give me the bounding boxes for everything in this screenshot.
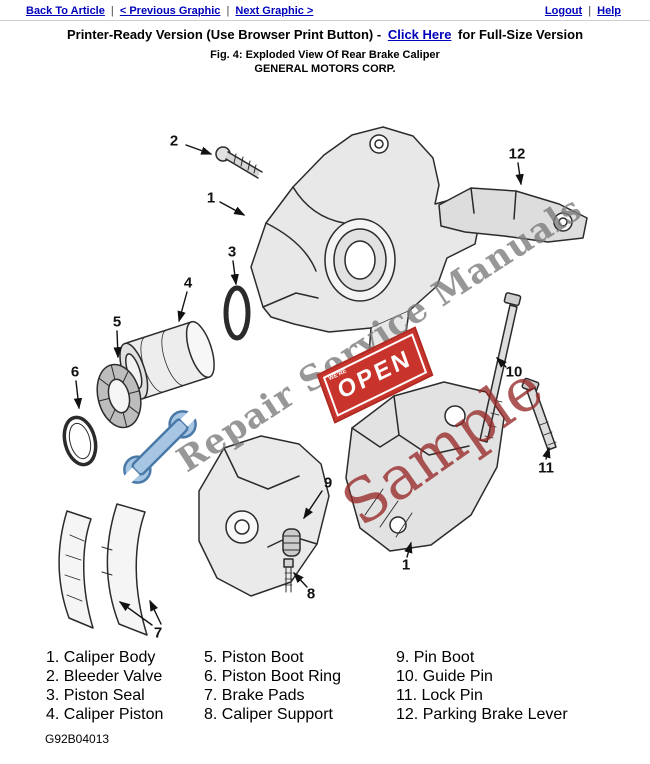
parts-legend: 1. Caliper Body 2. Bleeder Valve 3. Pist… [0, 648, 650, 728]
legend-item-parking-brake-lever: 12. Parking Brake Lever [396, 706, 568, 723]
legend-item-bleeder-valve: 2. Bleeder Valve [46, 668, 163, 685]
logout-link[interactable]: Logout [544, 5, 583, 17]
guide-pin-part [479, 292, 522, 443]
printer-ready-text: Printer-Ready Version (Use Browser Print… [66, 27, 382, 42]
callout-12: 12 [508, 145, 526, 163]
callout-11: 11 [538, 459, 554, 477]
top-navigation: Back To Article | < Previous Graphic | N… [0, 0, 650, 21]
fullsize-text: for Full-Size Version [458, 27, 584, 42]
legend-column-2: 5. Piston Boot 6. Piston Boot Ring 7. Br… [204, 648, 341, 724]
click-here-link[interactable]: Click Here [387, 27, 452, 42]
callout-4: 4 [183, 274, 193, 292]
legend-item-pin-boot: 9. Pin Boot [396, 649, 475, 666]
legend-column-3: 9. Pin Boot 10. Guide Pin 11. Lock Pin 1… [396, 648, 568, 724]
legend-item-guide-pin: 10. Guide Pin [396, 668, 493, 685]
legend-item-piston-boot: 5. Piston Boot [204, 649, 304, 666]
callout-7: 7 [153, 624, 163, 642]
callout-9: 9 [323, 474, 333, 492]
back-to-article-link[interactable]: Back To Article [26, 5, 105, 17]
nav-left-links: Back To Article | < Previous Graphic | N… [26, 5, 316, 20]
legend-item-piston-seal: 3. Piston Seal [46, 687, 145, 704]
piston-boot-ring-part [62, 415, 98, 467]
callout-1b: 1 [401, 556, 411, 574]
figure-id: G92B04013 [45, 732, 110, 746]
legend-item-caliper-body: 1. Caliper Body [46, 649, 156, 666]
wrench-icon [121, 408, 199, 486]
piston-boot-part [96, 363, 142, 429]
caliper-piston-part [119, 320, 215, 400]
help-link[interactable]: Help [597, 5, 621, 17]
legend-item-caliper-piston: 4. Caliper Piston [46, 706, 164, 723]
manufacturer-name: GENERAL MOTORS CORP. [254, 63, 396, 75]
figure-caption: Fig. 4: Exploded View Of Rear Brake Cali… [210, 49, 440, 61]
page-title: Printer-Ready Version (Use Browser Print… [0, 27, 650, 42]
legend-column-1: 1. Caliper Body 2. Bleeder Valve 3. Pist… [46, 648, 163, 724]
brake-pads-part [58, 503, 148, 636]
lock-pin-part [521, 377, 557, 451]
callout-1: 1 [206, 189, 216, 207]
nav-separator: | [226, 5, 230, 17]
callout-10: 10 [505, 363, 523, 381]
exploded-view-diagram: Repair Service Manuals Sample WE'RE OPEN… [0, 95, 650, 655]
callout-5: 5 [112, 313, 122, 331]
nav-separator: | [110, 5, 114, 17]
caliper-body-part [250, 126, 482, 365]
legend-item-piston-boot-ring: 6. Piston Boot Ring [204, 668, 341, 685]
piston-seal-part [223, 285, 251, 341]
brake-caliper-line-art [58, 126, 588, 636]
legend-item-brake-pads: 7. Brake Pads [204, 687, 305, 704]
bleeder-valve-part [215, 146, 263, 179]
pin-boot-part [282, 528, 301, 557]
nav-separator: | [588, 5, 592, 17]
legend-item-caliper-support: 8. Caliper Support [204, 706, 333, 723]
parking-brake-lever-part [438, 187, 588, 243]
nav-right-links: Logout | Help [542, 5, 624, 20]
legend-item-lock-pin: 11. Lock Pin [396, 687, 483, 704]
callout-3: 3 [227, 243, 237, 261]
callout-6: 6 [70, 363, 80, 381]
callout-2: 2 [169, 132, 179, 150]
caliper-assembly-part [345, 381, 505, 552]
callout-8: 8 [306, 585, 316, 603]
next-graphic-link[interactable]: Next Graphic > [235, 5, 314, 17]
previous-graphic-link[interactable]: < Previous Graphic [119, 5, 221, 17]
caliper-support-part [198, 435, 330, 597]
callout-leader-arrows [73, 144, 551, 626]
support-bolt-part [283, 558, 294, 593]
